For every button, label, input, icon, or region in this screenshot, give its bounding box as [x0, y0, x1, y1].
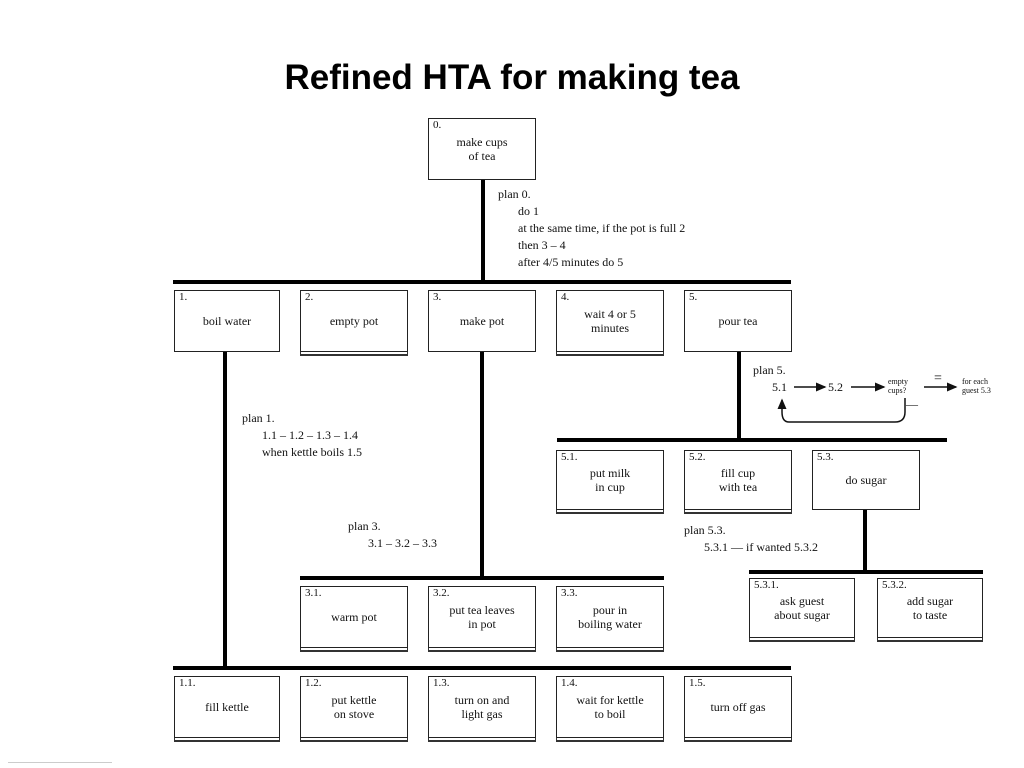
- task-5-2-box: 5.2. fill cup with tea: [684, 450, 792, 510]
- task-label: ask guest about sugar: [774, 594, 830, 622]
- footer-divider: [8, 762, 112, 763]
- task-number: 5.3.1.: [754, 579, 779, 591]
- task-1-3-box: 1.3. turn on and light gas: [428, 676, 536, 738]
- connector-0-down: [481, 180, 485, 282]
- connector-1-down: [223, 352, 227, 668]
- task-number: 1.1.: [179, 677, 196, 689]
- task-label: put tea leaves in pot: [449, 603, 515, 631]
- task-5-3-1-box: 5.3.1. ask guest about sugar: [749, 578, 855, 638]
- task-1-box: 1. boil water: [174, 290, 280, 352]
- task-number: 4.: [561, 291, 570, 303]
- task-3-box: 3. make pot: [428, 290, 536, 352]
- task-label: empty pot: [329, 314, 379, 328]
- task-label: boil water: [202, 314, 252, 328]
- plan-3: plan 3. 3.1 – 3.2 – 3.3: [348, 518, 437, 552]
- bar-level-1x: [173, 666, 791, 670]
- plan-heading: plan 5.3.: [684, 523, 726, 537]
- task-3-3-box: 3.3. pour in boiling water: [556, 586, 664, 648]
- page-title: Refined HTA for making tea: [284, 58, 740, 97]
- plan-line: do 1: [518, 204, 539, 218]
- task-number: 5.: [689, 291, 698, 303]
- plan-5-condition: empty cups?: [888, 377, 908, 395]
- task-number: 5.3.: [817, 451, 834, 463]
- plan-line: 5.3.1 — if wanted 5.3.2: [704, 540, 818, 554]
- plan-line: 3.1 – 3.2 – 3.3: [368, 536, 437, 550]
- plan-5-result: for each guest 5.3: [962, 377, 991, 395]
- task-number: 1.5.: [689, 677, 706, 689]
- task-label: turn on and light gas: [454, 693, 510, 721]
- connector-5-down: [737, 352, 741, 440]
- bar-level-1: [173, 280, 791, 284]
- plan-5-step-1: 5.1: [772, 380, 787, 394]
- connector-3-down: [480, 352, 484, 578]
- task-1-4-box: 1.4. wait for kettle to boil: [556, 676, 664, 738]
- task-5-3-2-box: 5.3.2. add sugar to taste: [877, 578, 983, 638]
- task-number: 3.3.: [561, 587, 578, 599]
- task-number: 1.: [179, 291, 188, 303]
- plan-1: plan 1. 1.1 – 1.2 – 1.3 – 1.4 when kettl…: [242, 410, 362, 461]
- plan-5-3: plan 5.3. 5.3.1 — if wanted 5.3.2: [684, 522, 818, 556]
- task-number: 3.1.: [305, 587, 322, 599]
- plan-heading: plan 1.: [242, 411, 275, 425]
- task-number: 1.3.: [433, 677, 450, 689]
- task-5-3-box: 5.3. do sugar: [812, 450, 920, 510]
- task-2-box: 2. empty pot: [300, 290, 408, 352]
- task-label: make cups of tea: [456, 135, 508, 163]
- task-number: 2.: [305, 291, 314, 303]
- task-label: warm pot: [331, 610, 377, 624]
- plan-heading: plan 0.: [498, 187, 531, 201]
- task-label: pour tea: [718, 314, 758, 328]
- task-label: put kettle on stove: [331, 693, 377, 721]
- task-label: add sugar to taste: [906, 594, 954, 622]
- plan-5-equals: =: [934, 371, 942, 386]
- plan-line: after 4/5 minutes do 5: [518, 255, 624, 269]
- plan-line: then 3 – 4: [518, 238, 566, 252]
- task-label: wait for kettle to boil: [576, 693, 644, 721]
- task-number: 1.4.: [561, 677, 578, 689]
- task-label: pour in boiling water: [578, 603, 642, 631]
- plan-line: 1.1 – 1.2 – 1.3 – 1.4: [262, 428, 358, 442]
- task-0-box: 0. make cups of tea: [428, 118, 536, 180]
- bar-level-53x: [749, 570, 983, 574]
- task-1-2-box: 1.2. put kettle on stove: [300, 676, 408, 738]
- task-label: turn off gas: [710, 700, 766, 714]
- task-number: 5.2.: [689, 451, 706, 463]
- task-number: 5.3.2.: [882, 579, 907, 591]
- bar-level-3x: [300, 576, 664, 580]
- task-3-1-box: 3.1. warm pot: [300, 586, 408, 648]
- task-1-1-box: 1.1. fill kettle: [174, 676, 280, 738]
- task-4-box: 4. wait 4 or 5 minutes: [556, 290, 664, 352]
- task-1-5-box: 1.5. turn off gas: [684, 676, 792, 738]
- plan-line: at the same time, if the pot is full 2: [518, 221, 686, 235]
- task-label: fill kettle: [205, 700, 249, 714]
- task-number: 3.: [433, 291, 442, 303]
- task-number: 1.2.: [305, 677, 322, 689]
- task-label: make pot: [459, 314, 505, 328]
- task-label: fill cup with tea: [718, 466, 758, 494]
- plan-5-heading: plan 5.: [753, 363, 786, 377]
- task-number: 5.1.: [561, 451, 578, 463]
- task-label: wait 4 or 5 minutes: [584, 307, 636, 335]
- task-number: 3.2.: [433, 587, 450, 599]
- task-5-1-box: 5.1. put milk in cup: [556, 450, 664, 510]
- task-5-box: 5. pour tea: [684, 290, 792, 352]
- bar-level-5x: [557, 438, 947, 442]
- plan-line: when kettle boils 1.5: [262, 445, 362, 459]
- task-label: do sugar: [845, 473, 887, 487]
- task-3-2-box: 3.2. put tea leaves in pot: [428, 586, 536, 648]
- plan-5-step-2: 5.2: [828, 380, 843, 394]
- plan-0: plan 0. do 1 at the same time, if the po…: [498, 186, 685, 271]
- plan-5-dash: —: [906, 397, 918, 411]
- task-label: put milk in cup: [589, 466, 631, 494]
- loop-back-arrow: [777, 398, 906, 423]
- connector-53-down: [863, 510, 867, 572]
- task-number: 0.: [433, 119, 442, 131]
- plan-heading: plan 3.: [348, 519, 381, 533]
